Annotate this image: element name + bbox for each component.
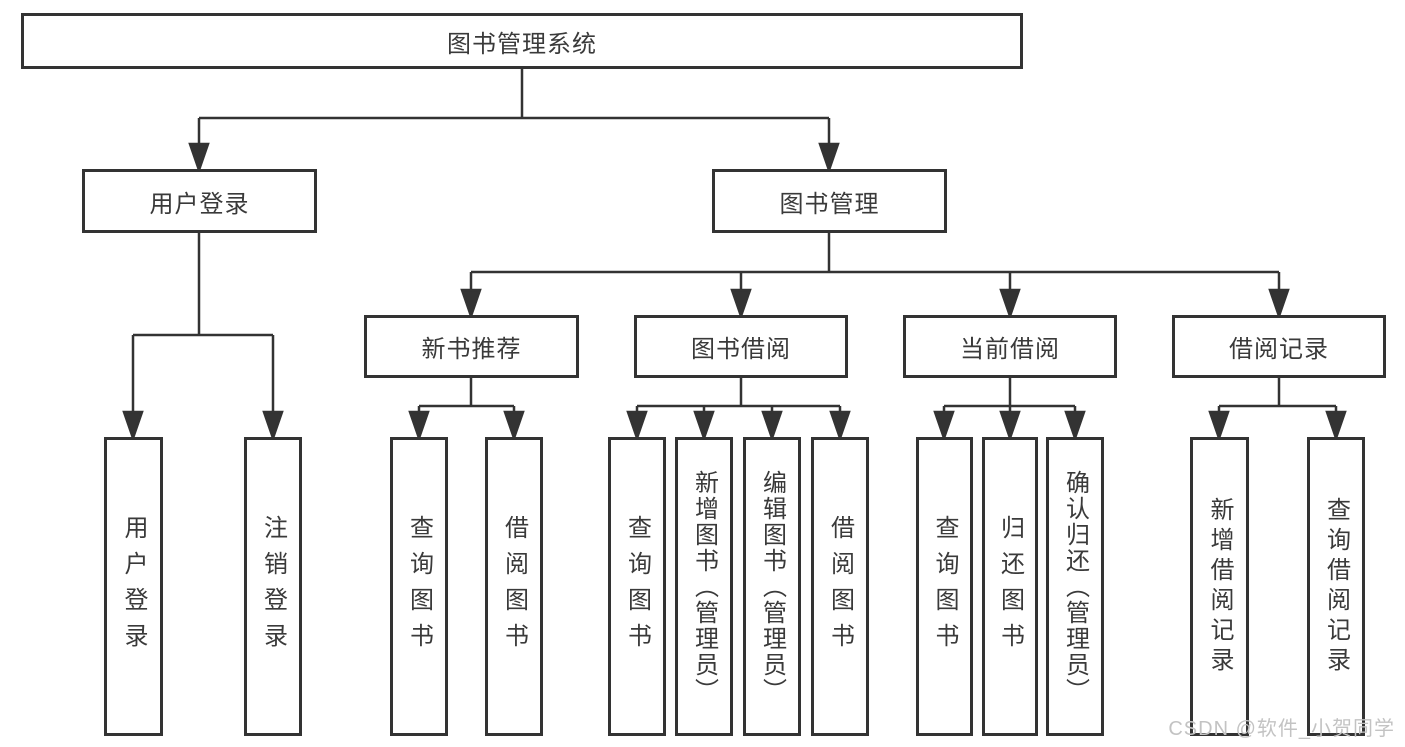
leaf-borrow-book-recommend: 借阅图书 [485,437,543,736]
csdn-watermark: CSDN @软件_小贺同学 [1168,718,1395,740]
leaf-return-book: 归还图书 [982,437,1038,736]
leaf-query-book-recommend: 查询图书 [390,437,448,736]
arrowhead [999,410,1021,442]
arrowhead [1325,410,1347,442]
arrowhead [408,410,430,442]
arrowhead [818,142,840,174]
arrowhead [1208,410,1230,442]
connector-borrow-records-children [1208,378,1347,442]
connector-user-login-children [122,233,284,442]
node-book-management: 图书管理 [712,169,947,233]
node-borrow-records: 借阅记录 [1172,315,1386,378]
leaf-add-book-admin: 新增图书（管理员） [675,437,733,736]
arrowhead [829,410,851,442]
leaf-logout-login: 注销登录 [244,437,302,736]
leaf-confirm-return-admin: 确认归还（管理员） [1046,437,1104,736]
leaf-borrow-book: 借阅图书 [811,437,869,736]
node-current-borrow: 当前借阅 [903,315,1117,378]
leaf-edit-book-admin: 编辑图书（管理员） [743,437,801,736]
leaf-query-borrow-record: 查询借阅记录 [1307,437,1365,736]
leaf-user-login: 用户登录 [104,437,163,736]
leaf-query-book-current: 查询图书 [916,437,973,736]
arrowhead [262,410,284,442]
connector-book-borrow-children [626,378,851,442]
arrowhead [1064,410,1086,442]
arrowhead [693,410,715,442]
connector-new-book-recommend-children [408,378,525,442]
arrowhead [188,142,210,174]
arrowhead [503,410,525,442]
node-library-system: 图书管理系统 [21,13,1023,69]
arrowhead [761,410,783,442]
arrowhead [730,288,752,320]
connector-root-to-level2 [188,68,840,174]
arrowhead [460,288,482,320]
arrowhead [1268,288,1290,320]
node-new-book-recommend: 新书推荐 [364,315,579,378]
node-user-login: 用户登录 [82,169,317,233]
arrowhead [122,410,144,442]
leaf-add-borrow-record: 新增借阅记录 [1190,437,1249,736]
connector-current-borrow-children [933,378,1086,442]
arrowhead [626,410,648,442]
arrowhead [933,410,955,442]
node-book-borrow: 图书借阅 [634,315,848,378]
arrowhead [999,288,1021,320]
connector-book-management-children [460,233,1290,320]
leaf-query-book-borrow: 查询图书 [608,437,666,736]
